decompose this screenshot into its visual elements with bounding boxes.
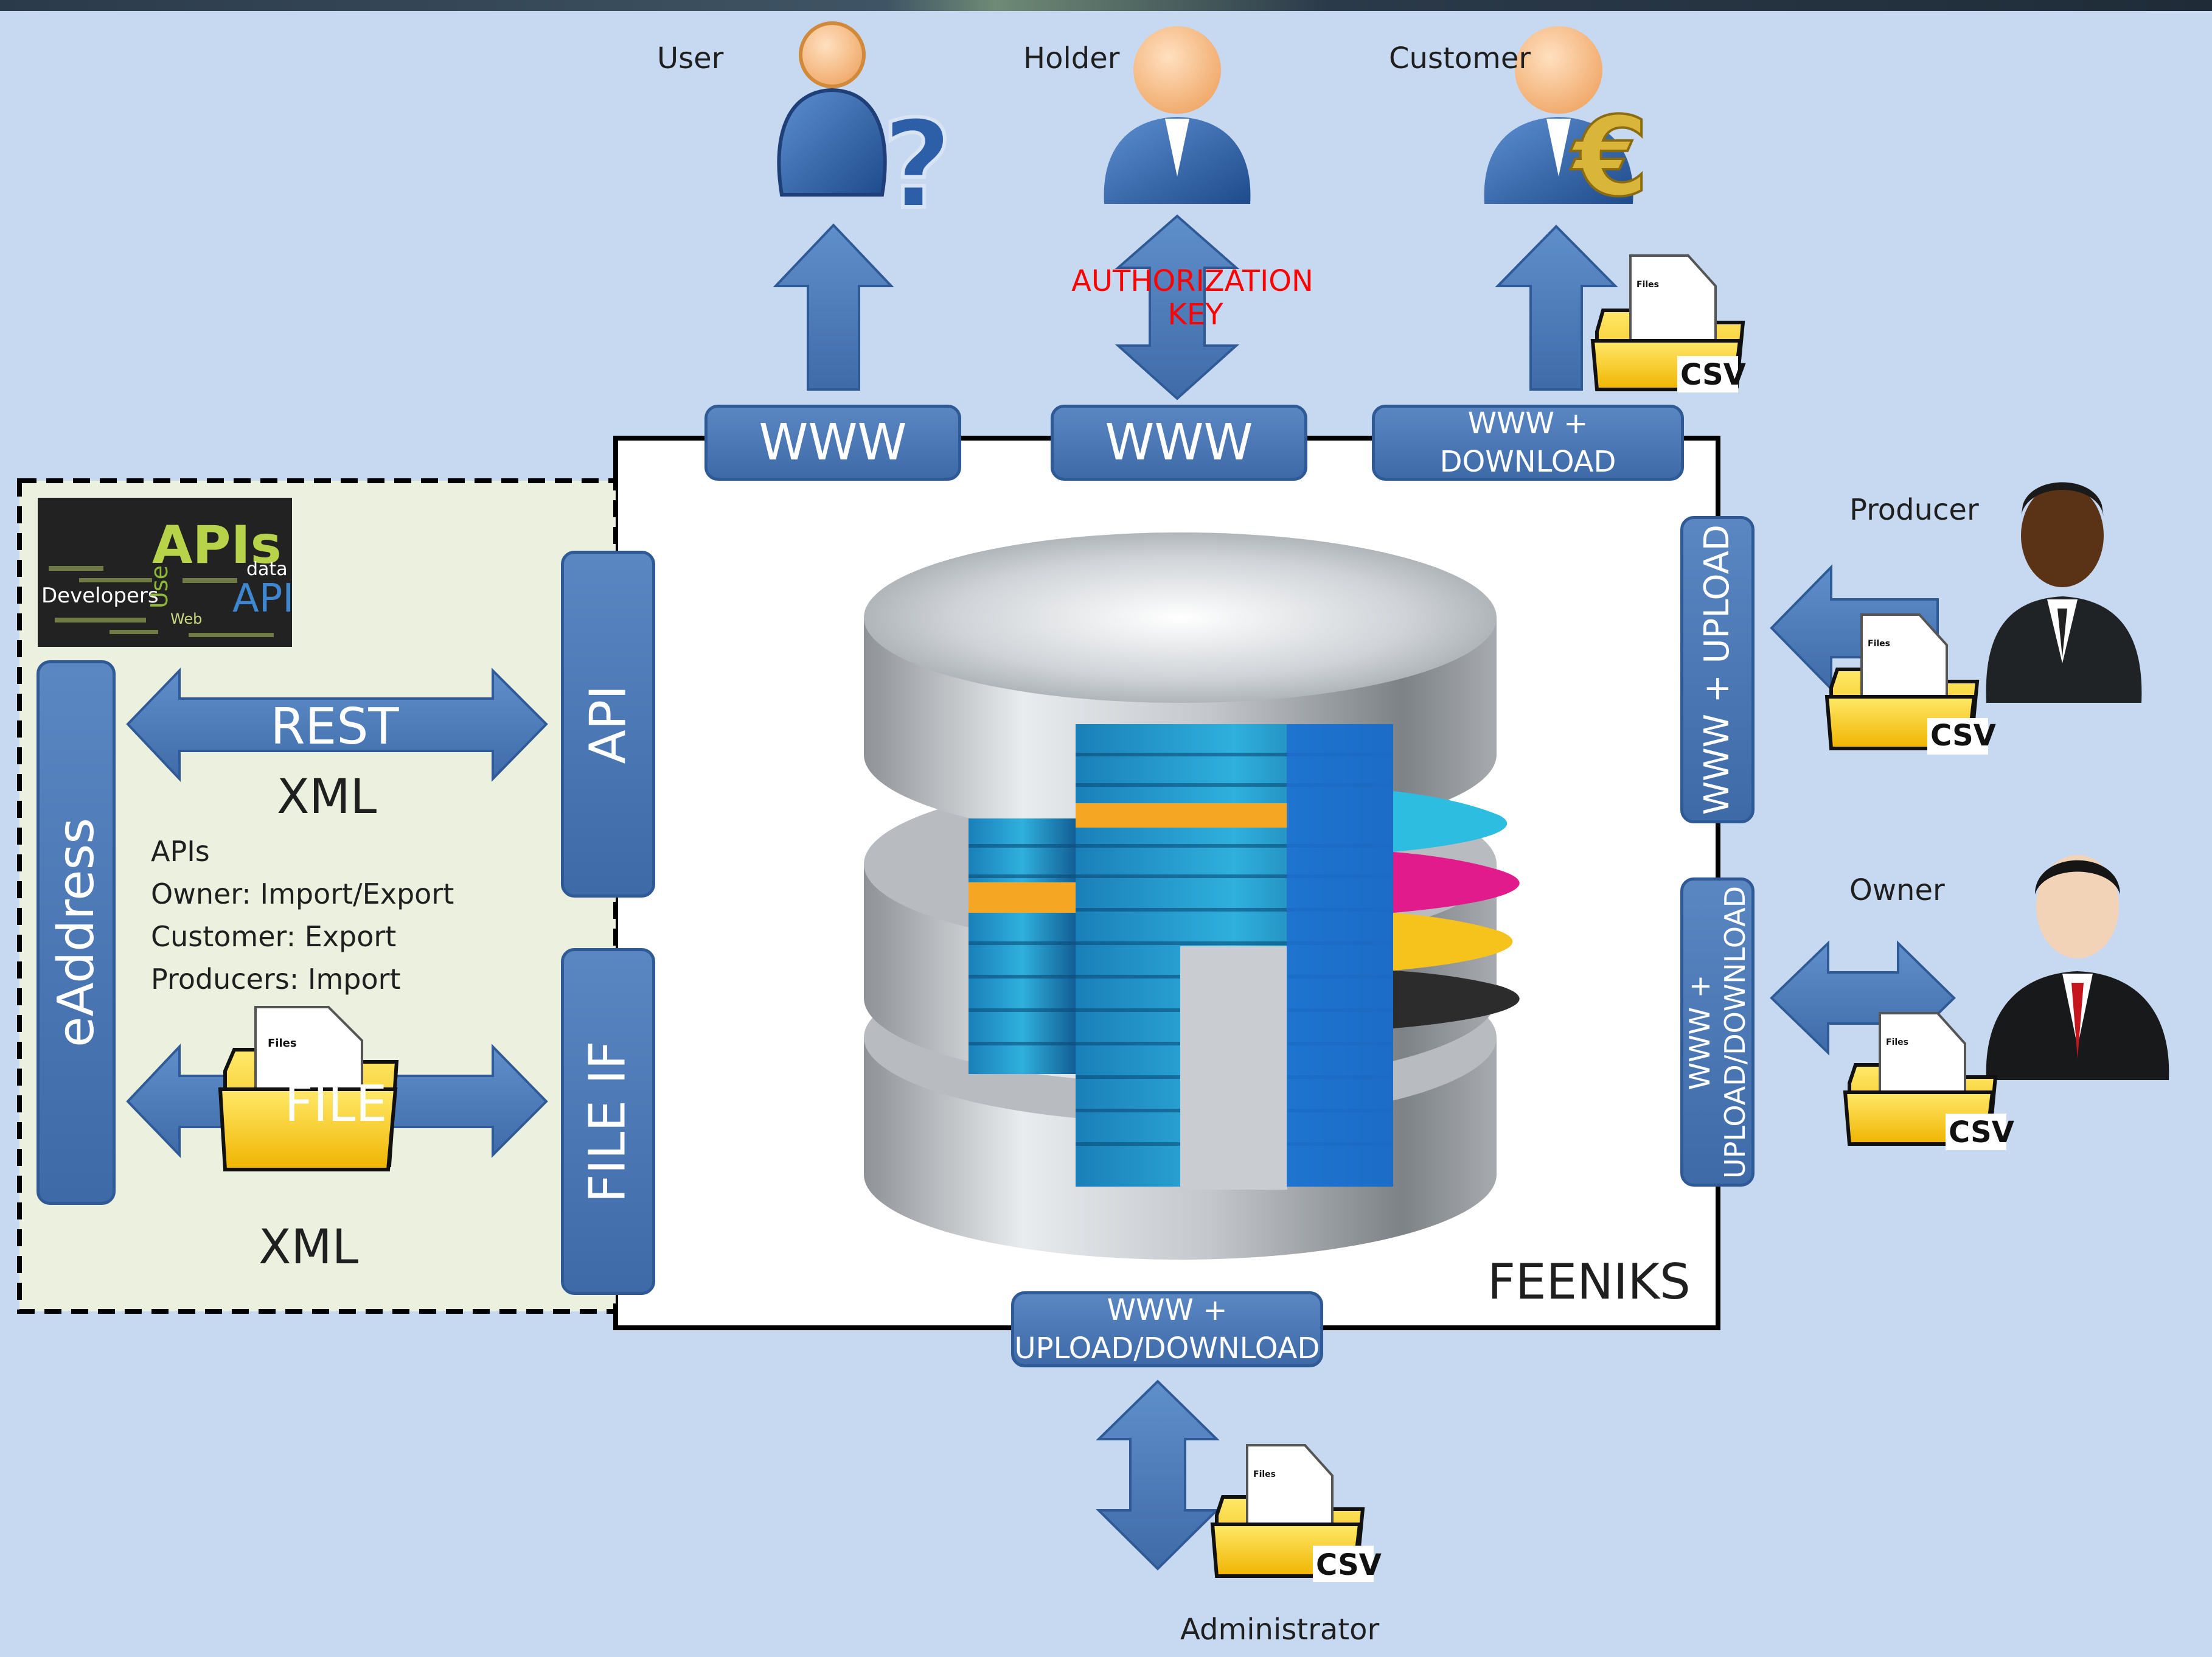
csv-label: CSV <box>1949 1115 2014 1149</box>
file-if-label: FILE IF <box>579 1040 638 1203</box>
csv-folder-admin: Files CSV <box>1210 1444 1382 1582</box>
file-icon-label: Files <box>268 1037 297 1050</box>
connector-label: WWW + UPLOAD <box>1697 524 1737 815</box>
user-www-connector: WWW <box>704 405 961 481</box>
connector-label-line2: UPLOAD/DOWNLOAD <box>1718 885 1751 1179</box>
rest-format-label: XML <box>277 770 377 825</box>
owner-person-icon <box>1986 855 2169 1080</box>
actor-label-administrator: Administrator <box>1180 1613 1380 1647</box>
customer-person-icon: € <box>1484 26 1650 222</box>
question-mark-icon: ? <box>882 94 953 236</box>
customer-up-arrow <box>1495 225 1618 391</box>
actor-label-user: User <box>657 41 724 75</box>
csv-label-bg <box>1313 1546 1374 1582</box>
csv-label: CSV <box>1316 1548 1382 1582</box>
api-line-customer: Customer: Export <box>151 920 397 953</box>
holder-www-connector: WWW <box>1051 405 1307 481</box>
actor-label-producer: Producer <box>1849 493 1979 527</box>
file-icon-label: Files <box>1636 280 1659 290</box>
eaddress-box: eAddress <box>37 660 116 1205</box>
csv-label-bg <box>1677 356 1738 392</box>
actor-label-customer: Customer <box>1389 41 1531 75</box>
window-top-strip <box>0 0 2212 11</box>
admin-double-arrow <box>1096 1380 1220 1571</box>
logo-word-use: Use <box>146 565 173 609</box>
logo-word-web: Web <box>170 610 202 627</box>
eaddress-label: eAddress <box>47 817 105 1048</box>
producer-www-upload-connector: WWW + UPLOAD <box>1680 516 1755 823</box>
connector-label-line2: DOWNLOAD <box>1439 444 1616 479</box>
logo-word-cloud-noise <box>49 566 274 637</box>
api-line-producers: Producers: Import <box>151 963 401 996</box>
logo-word-data: data <box>246 559 288 580</box>
connector-label-line1: WWW + <box>1683 974 1716 1090</box>
admin-www-upload-download-connector: WWW + UPLOAD/DOWNLOAD <box>1011 1291 1323 1367</box>
logo-word-developers: Developers <box>41 584 159 608</box>
authorization-key-line2: KEY <box>1167 298 1223 332</box>
owner-www-upload-download-connector: WWW +UPLOAD/DOWNLOAD <box>1680 877 1755 1187</box>
customer-www-download-connector: WWW + DOWNLOAD <box>1372 405 1684 481</box>
file-format-label: XML <box>259 1220 359 1275</box>
authorization-key-line1: AUTHORIZATION <box>1071 264 1313 298</box>
file-icon-label: Files <box>1253 1470 1276 1479</box>
system-name-label: FEENIKS <box>1487 1254 1691 1310</box>
csv-label: CSV <box>1930 719 1996 753</box>
api-line-owner: Owner: Import/Export <box>151 877 454 910</box>
connector-label: WWW <box>759 414 907 472</box>
file-label: FILE <box>285 1075 388 1133</box>
csv-label: CSV <box>1680 358 1746 392</box>
holder-person-icon <box>1104 26 1251 204</box>
holder-double-arrow <box>1115 214 1240 400</box>
file-icon-label: Files <box>1886 1038 1908 1047</box>
actor-label-holder: Holder <box>1023 41 1120 75</box>
file-icon-label: Files <box>1868 639 1890 649</box>
csv-folder-producer: Files CSV <box>1824 613 1996 755</box>
csv-label-bg <box>1927 718 1988 755</box>
apis-logo: APIs Developers data API Use Web <box>38 498 294 647</box>
connector-label-line1: WWW + <box>1467 406 1588 441</box>
user-up-arrow <box>773 223 894 391</box>
user-person-icon: ? <box>777 21 955 238</box>
file-if-box: FILE IF <box>561 948 655 1295</box>
connector-label: WWW <box>1105 414 1253 472</box>
rest-double-arrow <box>126 668 548 783</box>
logo-word-apis: APIs <box>152 515 282 576</box>
api-label: API <box>579 685 637 764</box>
apis-heading: APIs <box>151 835 210 868</box>
csv-label-bg <box>1946 1114 2006 1150</box>
connector-label-line2: UPLOAD/DOWNLOAD <box>1014 1331 1320 1366</box>
producer-person-icon <box>1986 482 2142 703</box>
csv-folder-customer: Files CSV <box>1590 254 1746 392</box>
euro-icon: € <box>1570 94 1649 221</box>
rest-label: REST <box>271 698 400 756</box>
file-folder-icon: Files <box>218 1006 399 1171</box>
logo-word-api: API <box>232 576 294 621</box>
api-box: API <box>561 551 655 898</box>
csv-folder-owner: Files CSV <box>1843 1012 2014 1150</box>
actor-label-owner: Owner <box>1849 873 1945 907</box>
connector-label-line1: WWW + <box>1107 1293 1228 1328</box>
database-icon <box>864 532 1520 1260</box>
